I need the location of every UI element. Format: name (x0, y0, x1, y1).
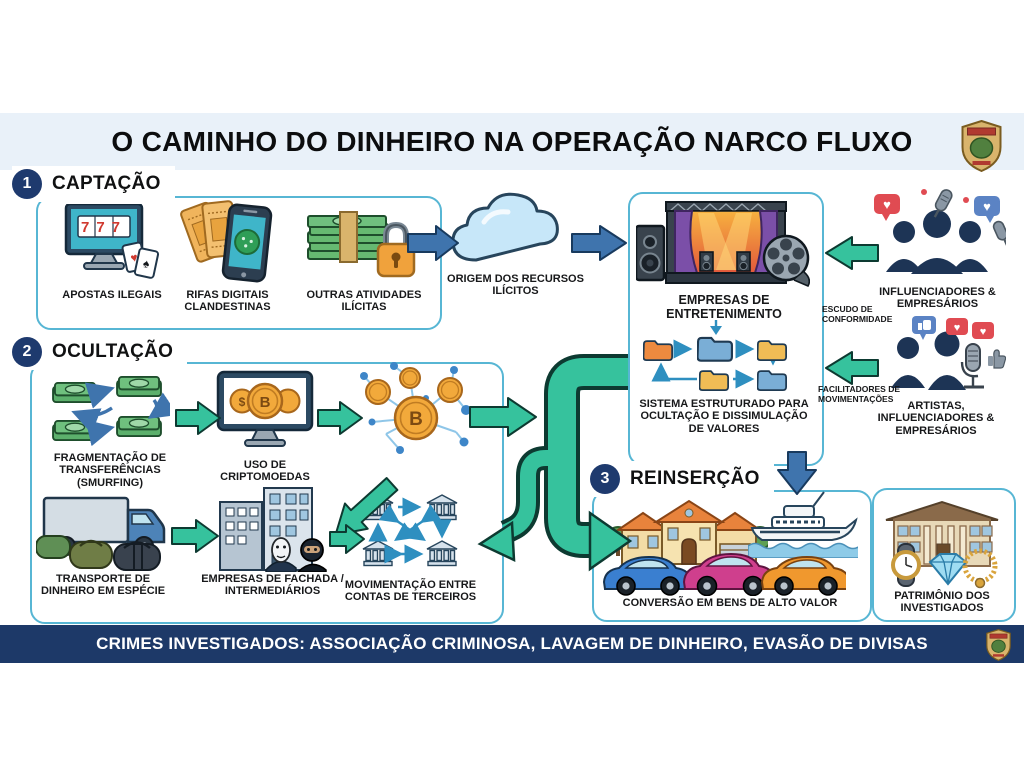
padlock-icon (376, 221, 416, 278)
section-title: CAPTAÇÃO (52, 173, 161, 194)
page-title: O CAMINHO DO DINHEIRO NA OPERAÇÃO NARCO … (111, 125, 913, 157)
label-artistas-influenciadores: ARTISTAS, INFLUENCIADORES & EMPRESÁRIOS (877, 400, 995, 437)
svg-text:$: $ (239, 395, 246, 409)
car-pink-icon (682, 552, 778, 596)
section-captacao-box (36, 196, 442, 330)
title-band: O CAMINHO DO DINHEIRO NA OPERAÇÃO NARCO … (0, 113, 1024, 170)
heart-bubble-icon: ♥ (946, 318, 968, 335)
gold-necklace-icon (962, 548, 998, 589)
section-ocultacao-header: 2 OCULTAÇÃO (12, 334, 188, 370)
label-conversao-bens: CONVERSÃO EM BENS DE ALTO VALOR (622, 597, 838, 609)
section-number-badge: 2 (12, 337, 42, 367)
car-orange-icon (760, 555, 846, 596)
svg-text:♥: ♥ (980, 326, 987, 338)
cloud-icon (451, 192, 559, 262)
label-outras-atividades: OUTRAS ATIVIDADES ILÍCITAS (306, 289, 422, 314)
svg-text:B: B (260, 394, 271, 411)
section-number-badge: 3 (590, 464, 620, 494)
section-title: REINSERÇÃO (630, 468, 760, 489)
label-uso-criptomoedas: USO DE CRIPTOMOEDAS (220, 459, 310, 484)
patrimony-assets-icon (885, 500, 999, 589)
duffel-bags-icon (36, 535, 161, 571)
label-apostas-ilegais: APOSTAS ILEGAIS (62, 289, 162, 301)
svg-text:777: 777 (81, 219, 127, 236)
label-sistema-estruturado: SISTEMA ESTRUTURADO PARA OCULTAÇÃO E DIS… (639, 398, 809, 435)
patrimony-box (872, 488, 1016, 622)
label-facilitadores-movimentacoes: FACILITADORES DE MOVIMENTAÇÕES (818, 384, 901, 405)
heart-bubble-icon: ♥ (972, 322, 994, 339)
car-blue-icon (602, 555, 694, 596)
section-reinsercao-header: 3 REINSERÇÃO (590, 461, 774, 497)
playing-cards-icon: ♥ ♠ (121, 241, 160, 279)
label-empresas-fachada: EMPRESAS DE FACHADA / INTERMEDIÁRIOS (201, 573, 344, 598)
studio-microphone-icon (960, 343, 984, 389)
label-transporte-dinheiro: TRANSPORTE DE DINHEIRO EM ESPÉCIE (40, 573, 166, 598)
slot-machine-monitor-icon: 777 ♥ ♠ (64, 204, 160, 279)
bitcoin-network-icon: B (360, 362, 470, 454)
police-badge-icon (959, 120, 1004, 172)
svg-text:♥: ♥ (954, 322, 961, 334)
film-reel-icon (762, 234, 810, 288)
label-escudo-conformidade: ESCUDO DE CONFORMIDADE (822, 304, 893, 325)
footer-text: CRIMES INVESTIGADOS: ASSOCIAÇÃO CRIMINOS… (96, 634, 928, 653)
crypto-monitor-icon: $ B (216, 370, 314, 447)
svg-text:♥: ♥ (883, 197, 891, 212)
thumbs-up-icon (988, 349, 1006, 369)
gold-watch-icon (891, 543, 921, 587)
influencers-group-icon: ♥ ♥ (874, 189, 1006, 274)
heart-bubble-icon: ♥ (874, 194, 900, 221)
police-badge-footer-icon (985, 629, 1012, 661)
artists-group-icon: ♥ ♥ (891, 316, 1006, 390)
label-influenciadores-empresarios: INFLUENCIADORES & EMPRESÁRIOS (879, 286, 996, 311)
svg-text:B: B (409, 409, 423, 430)
shell-companies-icon (219, 487, 327, 572)
label-rifas-digitais: RIFAS DIGITAIS CLANDESTINAS (184, 289, 271, 314)
smurfing-money-icon (52, 376, 170, 447)
cash-truck-icon (36, 496, 166, 571)
label-origem-recursos: ORIGEM DOS RECURSOS ILÍCITOS (447, 273, 584, 298)
label-empresas-entretenimento: EMPRESAS DE ENTRETENIMENTO (666, 293, 782, 321)
footer-bar: CRIMES INVESTIGADOS: ASSOCIAÇÃO CRIMINOS… (0, 625, 1024, 663)
section-title: OCULTAÇÃO (52, 341, 174, 362)
thumbs-up-bubble-icon (912, 316, 936, 340)
svg-text:♠: ♠ (142, 256, 152, 271)
section-captacao-header: 1 CAPTAÇÃO (12, 166, 175, 202)
sports-cars-icon (602, 552, 846, 596)
heart-bubble-icon: ♥ (974, 196, 1000, 223)
microphone-icon (992, 220, 1006, 247)
svg-text:♥: ♥ (129, 250, 139, 265)
label-fragmentacao-smurfing: FRAGMENTAÇÃO DE TRANSFERÊNCIAS (SMURFING… (53, 452, 167, 489)
section-number-badge: 1 (12, 169, 42, 199)
banks-crossed-arrows-icon (362, 494, 458, 567)
raffle-tickets-phone-icon (180, 200, 273, 283)
diamond-icon (928, 553, 968, 586)
yacht-icon (748, 491, 858, 558)
masked-men-icon (265, 537, 327, 572)
label-movimentacao-contas: MOVIMENTAÇÃO ENTRE CONTAS DE TERCEIROS (344, 579, 477, 604)
cash-stack-padlock-icon (307, 211, 416, 278)
svg-text:♥: ♥ (983, 199, 991, 214)
microphone-icon (933, 189, 953, 218)
label-patrimonio-investigados: PATRIMÔNIO DOS INVESTIGADOS (894, 590, 990, 615)
entertainment-stage-icon (636, 201, 810, 288)
folders-flow-icon (643, 336, 787, 391)
